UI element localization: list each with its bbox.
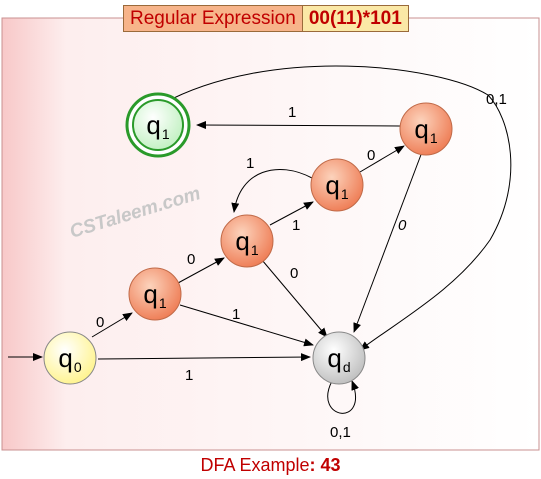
edge-qb-qc xyxy=(269,201,314,226)
label-qe-qf: 1 xyxy=(288,104,296,121)
state-qe-label: q xyxy=(414,114,428,144)
state-qe-sub: 1 xyxy=(430,130,438,146)
state-qd-label: q xyxy=(327,343,341,373)
label-qf-qd: 0,1 xyxy=(486,91,507,108)
svg-text:q0: q0 xyxy=(58,343,81,375)
footer-number: 43 xyxy=(320,455,341,475)
label-qc-qb: 1 xyxy=(246,155,254,172)
label-qa-qd: 1 xyxy=(232,306,240,323)
regex-header-label: Regular Expression xyxy=(124,6,303,31)
edge-qc-qe xyxy=(359,145,405,173)
edge-q0-qa xyxy=(91,312,133,338)
edge-qd-self xyxy=(327,380,359,414)
footer-caption: DFA Example: 43 xyxy=(200,455,341,475)
state-qf-label: q xyxy=(146,110,160,140)
label-q0-qa: 0 xyxy=(96,314,104,331)
label-q0-qd: 1 xyxy=(185,367,193,384)
state-q0-sub: 0 xyxy=(74,359,82,375)
state-qe: q1 xyxy=(399,102,453,156)
edge-qa-qb xyxy=(177,257,225,284)
state-qc-sub: 1 xyxy=(341,186,349,202)
label-qc-qe: 0 xyxy=(367,147,375,164)
state-qf-sub: 1 xyxy=(162,126,170,142)
label-qd-self: 0,1 xyxy=(330,424,351,441)
edge-qf-qd xyxy=(161,65,512,351)
edge-qa-qd xyxy=(179,304,314,347)
state-qc: q1 xyxy=(310,158,364,212)
svg-text:q1: q1 xyxy=(146,110,169,142)
edge-qb-qd xyxy=(261,259,328,338)
state-qf-final: q1 xyxy=(125,92,191,158)
state-qd-dead: qd xyxy=(312,331,366,385)
svg-text:q1: q1 xyxy=(235,226,258,258)
states: q0 q1 q1 q1 q1 q1 qd xyxy=(43,92,453,385)
edge-qe-qd xyxy=(353,151,423,333)
svg-text:q1: q1 xyxy=(414,114,437,146)
label-qe-qd: 0 xyxy=(398,217,407,234)
state-qa-label: q xyxy=(143,279,157,309)
svg-text:qd: qd xyxy=(327,343,350,375)
state-qb-label: q xyxy=(235,226,249,256)
state-qa: q1 xyxy=(128,267,182,321)
label-qb-qc: 1 xyxy=(292,217,300,234)
label-qb-qd: 0 xyxy=(290,265,298,282)
regex-header: Regular Expression 00(11)*101 xyxy=(123,5,409,32)
svg-text:q1: q1 xyxy=(143,279,166,311)
state-q0-label: q xyxy=(58,343,72,373)
state-qc-label: q xyxy=(325,170,339,200)
edge-qe-qf xyxy=(196,121,401,130)
edges xyxy=(8,65,512,414)
state-q0: q0 xyxy=(43,331,97,385)
state-qd-sub: d xyxy=(343,359,351,375)
footer-prefix: DFA Example xyxy=(200,455,310,475)
edge-labels: 0 1 0 1 1 0 1 0 1 0 0,1 0,1 xyxy=(96,91,507,441)
svg-text:q1: q1 xyxy=(325,170,348,202)
state-qa-sub: 1 xyxy=(159,295,167,311)
state-qb-sub: 1 xyxy=(251,242,259,258)
edge-q0-qd xyxy=(97,353,311,362)
regex-header-value: 00(11)*101 xyxy=(302,6,408,31)
edge-qc-qb xyxy=(231,169,313,213)
state-qb: q1 xyxy=(220,214,274,268)
label-qa-qb: 0 xyxy=(187,251,195,268)
